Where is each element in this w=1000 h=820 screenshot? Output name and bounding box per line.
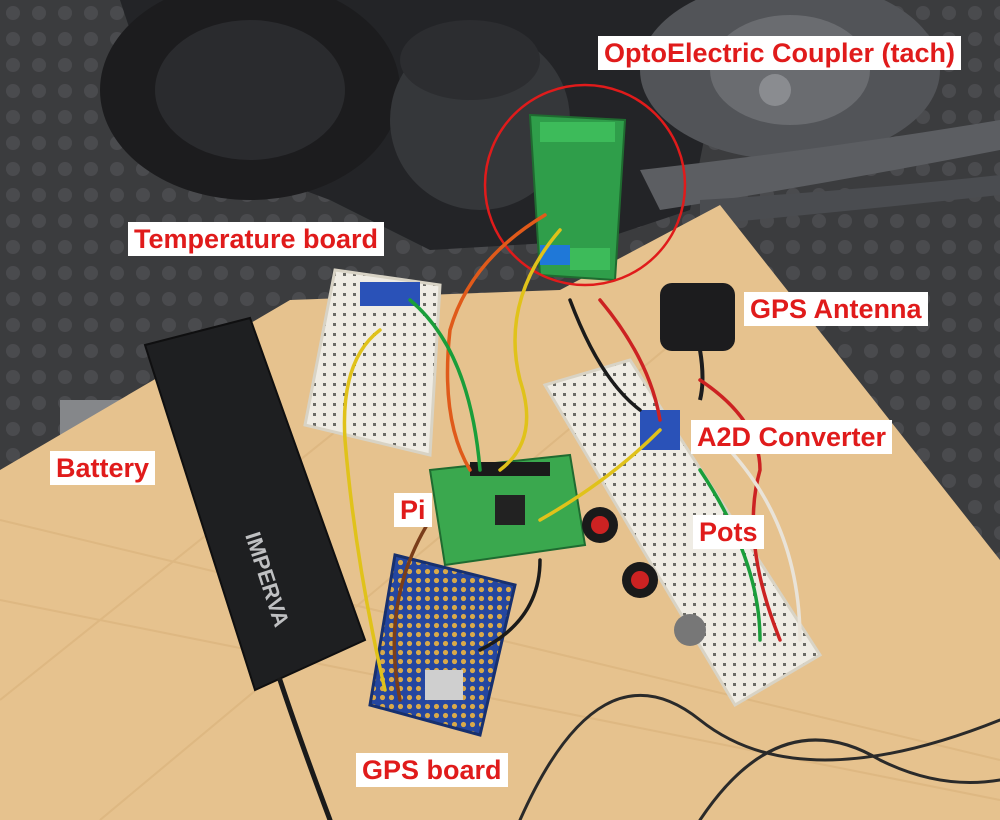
label-optocoupler: OptoElectric Coupler (tach)	[598, 36, 962, 70]
temperature-breadboard	[303, 268, 442, 457]
label-gps-board: GPS board	[356, 753, 508, 787]
jumper-wires	[277, 213, 1000, 820]
label-gps-antenna: GPS Antenna	[744, 292, 928, 326]
gps-antenna-puck	[660, 283, 735, 401]
label-pi: Pi	[394, 493, 432, 527]
battery-pack: IMPERVA	[143, 316, 367, 692]
label-a2d-converter: A2D Converter	[691, 420, 893, 454]
gps-board	[368, 553, 517, 737]
pi-board	[428, 453, 587, 567]
label-temperature-board: Temperature board	[128, 222, 385, 256]
label-pots: Pots	[693, 515, 764, 549]
optocoupler-board	[528, 113, 627, 282]
label-battery: Battery	[50, 451, 156, 485]
optocoupler-highlight-circle	[483, 83, 687, 287]
